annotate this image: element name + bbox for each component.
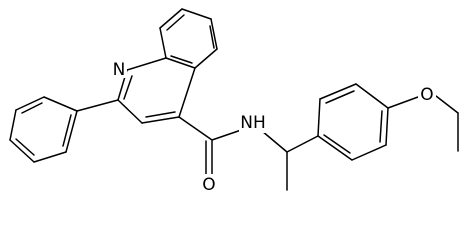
bond: [9, 109, 17, 141]
molecule-diagram: N NH O O: [9, 8, 459, 195]
bond: [159, 8, 183, 29]
bond: [117, 99, 143, 124]
double-bond: [145, 111, 176, 118]
bond: [355, 83, 389, 109]
bond: [141, 116, 180, 124]
bond: [319, 83, 357, 100]
ethyl-linker: [286, 135, 319, 191]
bond: [181, 8, 212, 20]
bond: [76, 99, 119, 112]
double-bond: [379, 110, 383, 143]
bond: [178, 116, 213, 141]
atom-label-amide-nitrogen: NH: [239, 113, 267, 133]
double-bond: [15, 138, 35, 156]
bond: [210, 18, 218, 50]
double-bond: [62, 114, 72, 147]
bond: [385, 107, 389, 146]
bond: [317, 135, 353, 161]
double-bond: [325, 90, 355, 104]
quinoline-benzo-ring: [159, 8, 218, 69]
bond: [261, 130, 288, 153]
phenyl-ring: [9, 96, 119, 163]
carbonyl-oxygen-label: O: [202, 175, 215, 195]
bond: [387, 96, 419, 109]
double-bond: [170, 55, 193, 64]
bond: [65, 110, 78, 153]
carboxamide-group: [178, 116, 288, 176]
bond: [126, 57, 167, 71]
double-bond: [209, 25, 215, 49]
nitrogen-label: N: [113, 60, 126, 80]
bond: [351, 144, 387, 161]
atom-label-carbonyl-oxygen: O: [200, 174, 218, 195]
bond: [9, 139, 35, 163]
double-bond: [21, 102, 43, 114]
bond: [194, 48, 218, 69]
bond: [43, 96, 78, 112]
bond: [317, 98, 321, 137]
bond: [178, 67, 196, 118]
quinoline-pyridine-ring: [117, 57, 196, 124]
bond: [435, 95, 459, 114]
ethoxy-group: [387, 95, 459, 152]
double-bond: [166, 14, 185, 31]
bond: [159, 27, 167, 59]
atom-label-quinoline-nitrogen: N: [111, 60, 127, 80]
ether-oxygen-label: O: [420, 85, 433, 105]
bond: [286, 135, 319, 153]
ethoxyphenyl-ring: [317, 83, 389, 161]
bond: [33, 151, 67, 163]
bond: [15, 96, 45, 111]
double-bond: [123, 75, 133, 100]
amide-nh-label: NH: [240, 113, 266, 133]
double-bond: [323, 134, 351, 154]
atom-label-ether-oxygen: O: [418, 85, 436, 105]
bond: [165, 57, 196, 69]
